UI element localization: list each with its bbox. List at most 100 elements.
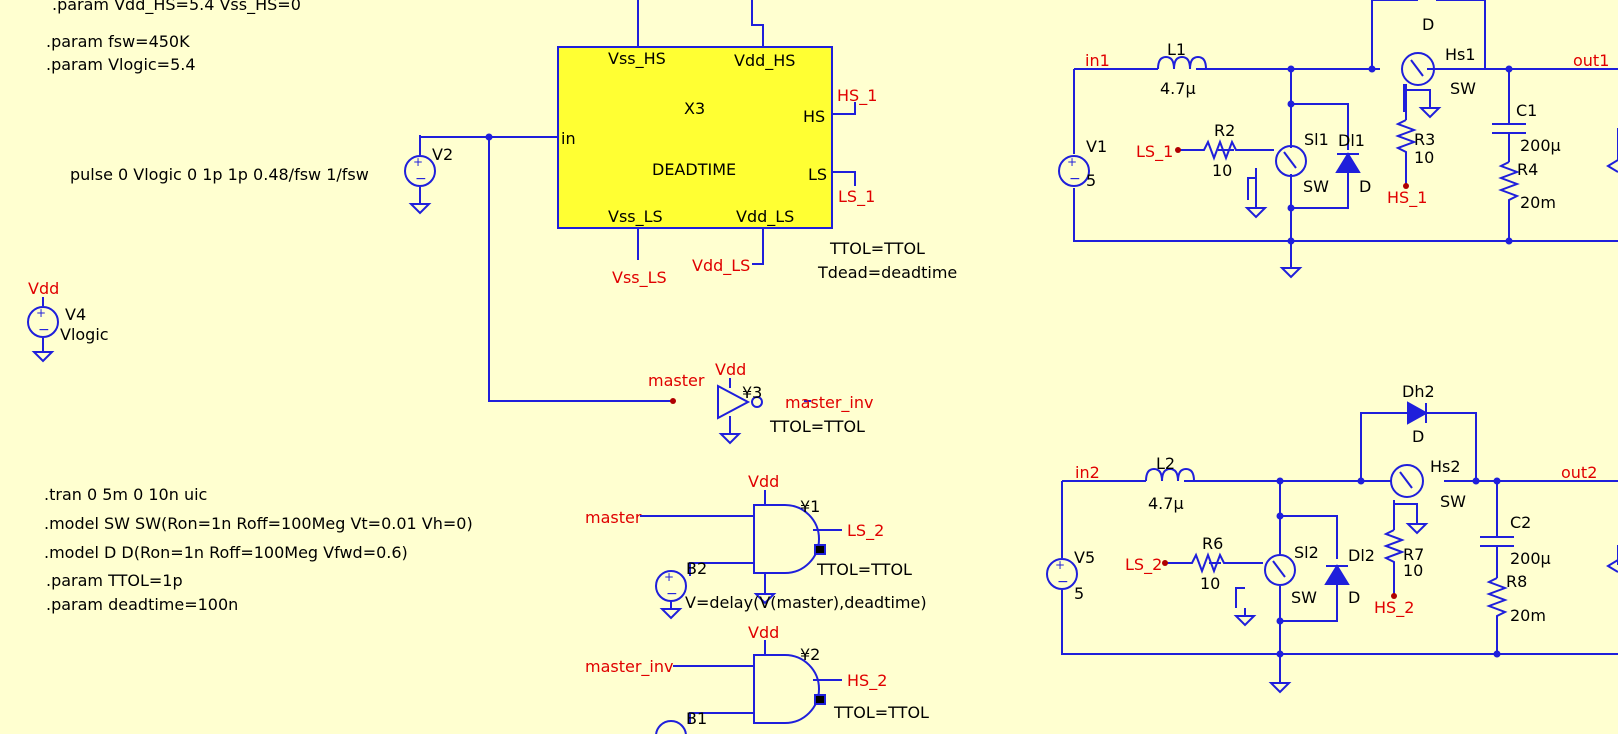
and-gate-y2[interactable]: master_inv Vdd ¥2 HS_2 TTOL=TTOL xyxy=(585,623,929,724)
inductor-l1[interactable]: L1 4.7µ xyxy=(1157,40,1207,98)
source-v4[interactable]: Vdd + − V4 Vlogic xyxy=(27,279,109,362)
r4-value: 20m xyxy=(1520,193,1556,212)
net-label-out2: out2 xyxy=(1561,463,1597,482)
r6-ref: R6 xyxy=(1202,534,1223,553)
net-dot xyxy=(670,398,676,404)
source-b2[interactable]: + − B2 V=delay(V(master),deadtime) xyxy=(655,559,927,619)
net-label-vdd: Vdd xyxy=(715,360,746,379)
net-label-hs2: HS_2 xyxy=(1374,598,1414,618)
r2-value: 10 xyxy=(1212,161,1232,180)
switch-sl1[interactable]: Sl1 SW xyxy=(1275,130,1329,196)
source-b1[interactable]: B1 xyxy=(655,709,707,734)
sl1-ref: Sl1 xyxy=(1304,130,1329,149)
directive-param-vdd-hs[interactable]: .param Vdd_HS=5.4 Vss_HS=0 xyxy=(52,0,301,15)
switch-hs1[interactable]: Hs1 SW xyxy=(1401,45,1476,118)
c1-value: 200µ xyxy=(1520,136,1561,155)
net-label-hs1: HS_1 xyxy=(837,86,877,106)
pin-vss-hs: Vss_HS xyxy=(608,49,666,69)
inverter-y3[interactable]: master Vdd ¥3 master_inv TTOL=TTOL xyxy=(648,360,873,444)
directive-param-deadtime[interactable]: .param deadtime=100n xyxy=(46,595,238,614)
diode-dh1[interactable]: D xyxy=(1372,0,1485,34)
c2-value: 200µ xyxy=(1510,549,1551,568)
ground-icon xyxy=(33,343,53,362)
ground-icon xyxy=(1407,515,1427,534)
block-name-deadtime: DEADTIME xyxy=(652,160,736,179)
c2-ref: C2 xyxy=(1510,513,1531,532)
dh2-ref: Dh2 xyxy=(1402,382,1435,401)
source-v2[interactable]: + − V2 xyxy=(404,135,453,214)
ground-icon xyxy=(1246,199,1266,218)
ground-icon xyxy=(720,425,740,444)
dl1-ref: Dl1 xyxy=(1338,131,1365,150)
r3-value: 10 xyxy=(1414,148,1434,167)
resistor-r6[interactable]: LS_2 R6 10 xyxy=(1125,534,1255,626)
deadtime-block[interactable]: Vss_HS Vdd_HS in X3 HS DEADTIME LS Vss_L… xyxy=(557,46,833,229)
resistor-r8[interactable]: R8 20m xyxy=(1486,572,1546,636)
v2-pulse-value[interactable]: pulse 0 Vlogic 0 1p 1p 0.48/fsw 1/fsw xyxy=(70,165,369,184)
junction-dot xyxy=(1357,477,1365,485)
plus-icon: + xyxy=(664,570,674,584)
directive-model-sw[interactable]: .model SW SW(Ron=1n Roff=100Meg Vt=0.01 … xyxy=(44,514,473,533)
net-label-master-inv: master_inv xyxy=(785,393,873,413)
source-v1[interactable]: + − V1 5 xyxy=(1058,137,1107,190)
switch-hs2[interactable]: Hs2 SW xyxy=(1390,457,1466,534)
l2-ref: L2 xyxy=(1156,454,1175,473)
sl2-ref: Sl2 xyxy=(1294,543,1319,562)
directive-model-d[interactable]: .model D D(Ron=1n Roff=100Meg Vfwd=0.6) xyxy=(44,543,408,562)
power-stage-1: in1 out1 + − V1 5 L1 4.7µ LS_1 R2 10 xyxy=(1058,0,1618,278)
net-label-hs1: HS_1 xyxy=(1387,188,1427,208)
power-stage-2: in2 out2 + − V5 5 L2 4.7µ LS_2 R6 10 xyxy=(1046,382,1618,693)
diode-dl1[interactable]: Dl1 D xyxy=(1335,131,1371,196)
net-dot xyxy=(1162,560,1168,566)
dl2-model: D xyxy=(1348,588,1360,607)
l2-value: 4.7µ xyxy=(1148,494,1184,513)
net-dot xyxy=(1391,593,1397,599)
diode-dh2[interactable]: Dh2 D xyxy=(1402,382,1435,446)
net-label-vdd-ls: Vdd_LS xyxy=(692,256,750,276)
sl2-model: SW xyxy=(1291,588,1317,607)
net-label-in1: in1 xyxy=(1085,51,1110,70)
junction-dot xyxy=(1287,65,1295,73)
v4-ref: V4 xyxy=(65,305,86,324)
source-v5[interactable]: + − V5 5 xyxy=(1046,548,1095,603)
junction-dot xyxy=(1287,204,1295,212)
v2-ref: V2 xyxy=(432,145,453,164)
directive-param-ttol[interactable]: .param TTOL=1p xyxy=(46,571,183,590)
switch-sl2[interactable]: Sl2 SW xyxy=(1264,543,1319,607)
junction-dot xyxy=(1505,237,1513,245)
inductor-l2[interactable]: L2 4.7µ xyxy=(1145,454,1195,513)
directive-param-vlogic[interactable]: .param Vlogic=5.4 xyxy=(46,55,196,74)
pin-ls: LS xyxy=(808,165,827,184)
resistor-r2[interactable]: LS_1 R2 10 xyxy=(1136,121,1266,218)
resistor-r7[interactable]: R7 10 HS_2 xyxy=(1374,529,1424,618)
pin-vdd-hs: Vdd_HS xyxy=(734,51,795,71)
diode-dl2[interactable]: Dl2 D xyxy=(1324,546,1375,607)
net-label-vdd: Vdd xyxy=(748,472,779,491)
and-gate-y1[interactable]: master Vdd ¥1 LS_2 TTOL=TTOL xyxy=(585,472,912,604)
pin-in: in xyxy=(561,129,576,148)
plus-icon: + xyxy=(1055,558,1065,572)
y2-ref: ¥2 xyxy=(800,645,820,664)
junction-dot xyxy=(1276,477,1284,485)
r8-value: 20m xyxy=(1510,606,1546,625)
ground-icon xyxy=(410,195,430,214)
directive-param-fsw[interactable]: .param fsw=450K xyxy=(46,32,190,51)
capacitor-c1[interactable]: C1 200µ xyxy=(1492,101,1561,155)
ground-icon xyxy=(661,600,681,619)
b2-value: V=delay(V(master),deadtime) xyxy=(685,593,927,612)
ground-icon xyxy=(1235,607,1255,626)
ground-icon xyxy=(1281,259,1301,278)
y2-param-ttol: TTOL=TTOL xyxy=(833,703,929,722)
hs2-model: SW xyxy=(1440,492,1466,511)
r6-value: 10 xyxy=(1200,574,1220,593)
x3-param-tdead: Tdead=deadtime xyxy=(817,263,957,282)
directive-block-top: .param Vdd_HS=5.4 Vss_HS=0 .param fsw=45… xyxy=(46,0,369,184)
net-label-in2: in2 xyxy=(1075,463,1100,482)
capacitor-c2[interactable]: C2 200µ xyxy=(1480,513,1551,568)
resistor-r3[interactable]: R3 10 HS_1 xyxy=(1387,119,1435,208)
resistor-r4[interactable]: R4 20m xyxy=(1498,160,1556,225)
net-label-master: master xyxy=(585,508,642,527)
net-label-vdd: Vdd xyxy=(28,279,59,298)
net-label-master: master xyxy=(648,371,705,390)
directive-tran[interactable]: .tran 0 5m 0 10n uic xyxy=(44,485,207,504)
